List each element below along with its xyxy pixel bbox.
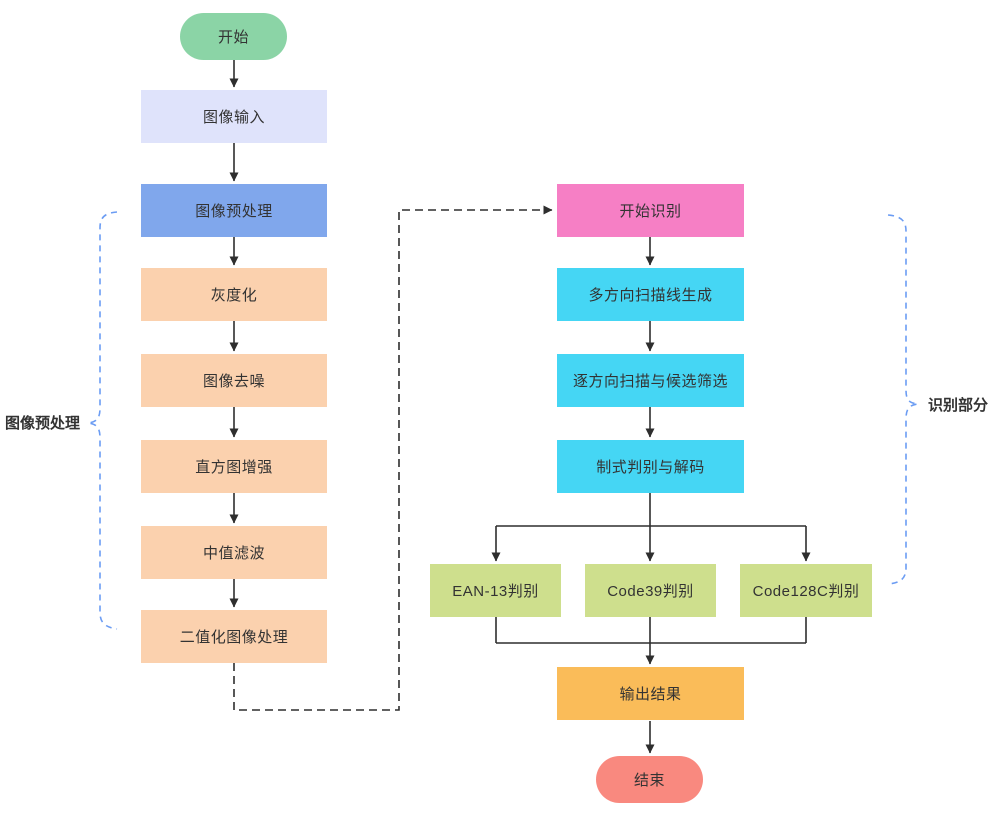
right-group-bracket [887,214,919,585]
left-group-bracket [87,211,118,630]
node-image-input: 图像输入 [141,90,327,143]
node-scanline-generation: 多方向扫描线生成 [557,268,744,321]
node-ean13-judge: EAN-13判别 [430,564,561,617]
branch-split-lines [491,493,811,562]
node-code128c-judge: Code128C判别 [740,564,872,617]
node-image-preprocess: 图像预处理 [141,184,327,237]
node-denoise: 图像去噪 [141,354,327,407]
node-binarization: 二值化图像处理 [141,610,327,663]
node-scan-candidate-filter: 逐方向扫描与候选筛选 [557,354,744,407]
node-output-result: 输出结果 [557,667,744,720]
node-histogram-enhance: 直方图增强 [141,440,327,493]
node-start-recognition: 开始识别 [557,184,744,237]
group-label-preprocessing: 图像预处理 [5,415,81,432]
node-end: 结束 [596,756,703,803]
node-code39-judge: Code39判别 [585,564,716,617]
node-median-filter: 中值滤波 [141,526,327,579]
node-format-decode: 制式判别与解码 [557,440,744,493]
node-start: 开始 [180,13,287,60]
group-label-recognition: 识别部分 [928,397,989,414]
node-grayscale: 灰度化 [141,268,327,321]
